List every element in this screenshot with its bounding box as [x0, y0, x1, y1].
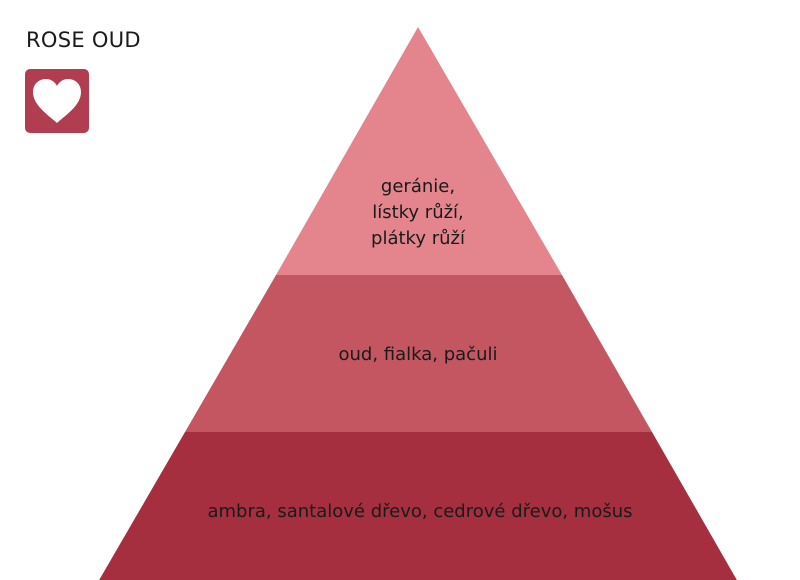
pyramid-top-tier: [276, 27, 562, 275]
heart-badge: [25, 69, 89, 133]
product-title: ROSE OUD: [26, 28, 141, 52]
heart-notes-text: oud, fialka, pačuli: [338, 344, 498, 365]
heart-icon: [33, 79, 81, 123]
top-notes-text: geránie, lístky růží, plátky růží: [371, 176, 465, 249]
pyramid-base-tier: [99, 432, 737, 580]
pyramid-middle-tier: [185, 275, 652, 432]
base-notes-text: ambra, santalové dřevo, cedrové dřevo, m…: [207, 501, 633, 522]
